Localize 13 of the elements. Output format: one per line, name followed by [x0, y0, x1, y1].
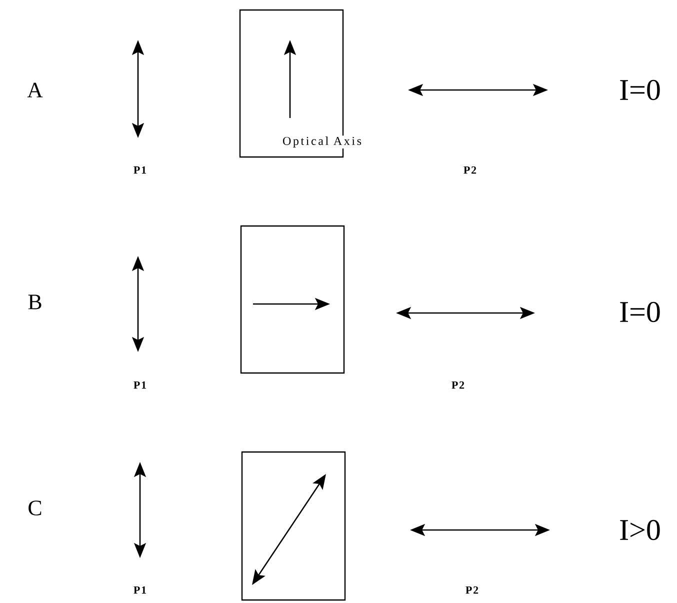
row-letter: B	[28, 294, 42, 310]
axis-label: Optical Axis	[282, 136, 362, 148]
row-letter: C	[28, 500, 42, 516]
intensity-label: I>0	[620, 520, 660, 540]
row-letter: A	[27, 82, 43, 98]
polarizer-label: P1	[134, 166, 146, 174]
polarizer-label: P2	[466, 586, 478, 594]
intensity-label: I=0	[620, 80, 660, 100]
polarizer-label: P1	[134, 381, 146, 389]
polarizer-label: P2	[452, 381, 464, 389]
intensity-label: I=0	[620, 302, 660, 322]
polarizer-label: P1	[134, 586, 146, 594]
polarizer-label: P2	[464, 166, 476, 174]
